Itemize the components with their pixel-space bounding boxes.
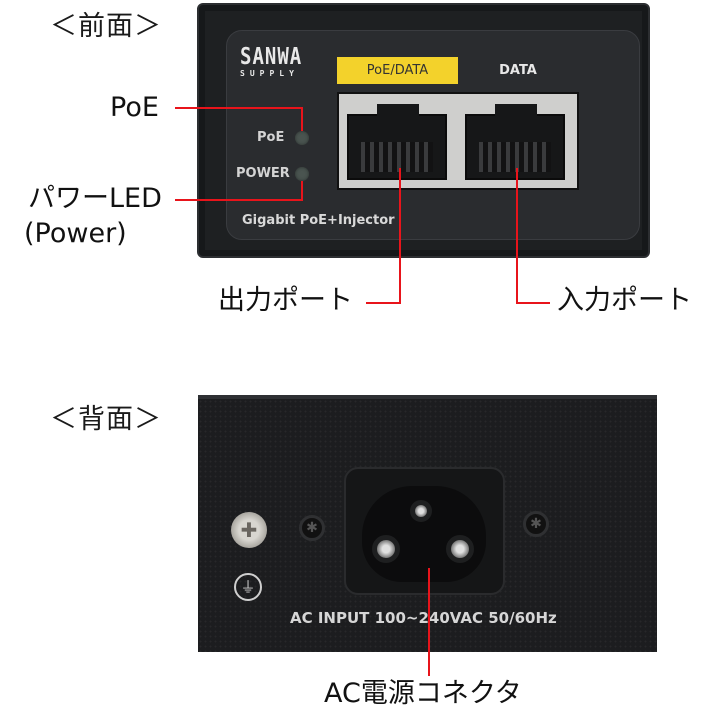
leader-line — [301, 181, 303, 201]
poe-led-icon — [295, 131, 309, 145]
callout-power-led: パワーLED — [28, 183, 162, 214]
leader-line — [516, 168, 518, 304]
port-label-poe-data: PoE/DATA — [337, 57, 458, 84]
power-led-icon — [295, 167, 309, 181]
rj45-port-data[interactable] — [465, 104, 565, 180]
rj45-pins — [361, 142, 433, 172]
back-section-title: ＜背面＞ — [50, 404, 162, 435]
model-text: Gigabit PoE+Injector — [242, 213, 395, 228]
leader-line — [366, 302, 401, 304]
led-label-poe: PoE — [257, 130, 285, 145]
ac-pin-ground-icon — [410, 500, 432, 522]
leader-line — [175, 107, 303, 109]
ac-input-rating: AC INPUT 100~240VAC 50/60Hz — [290, 609, 557, 627]
callout-power-led-en: (Power) — [24, 218, 127, 249]
screw-icon: ✱ — [299, 515, 325, 541]
callout-ac-connector: AC電源コネクタ — [324, 678, 522, 709]
port-label-data: DATA — [499, 63, 537, 78]
leader-line — [516, 302, 550, 304]
leader-line — [399, 168, 401, 304]
rj45-pins — [479, 142, 551, 172]
brand-logo-sub: SUPPLY — [240, 69, 299, 78]
ground-symbol-icon: ⏚ — [234, 573, 262, 601]
leader-line — [428, 568, 430, 676]
screw-icon: ✱ — [523, 511, 549, 537]
led-label-power: POWER — [236, 166, 290, 181]
callout-poe-led: PoE — [110, 92, 159, 123]
brand-logo: SANWA — [240, 43, 303, 71]
rj45-latch-slot — [377, 104, 419, 118]
front-section-title: ＜前面＞ — [50, 11, 162, 42]
leader-line — [175, 199, 303, 201]
ac-pin-icon — [372, 535, 400, 563]
ac-pin-icon — [446, 535, 474, 563]
rj45-latch-slot — [495, 104, 537, 118]
rj45-port-block — [337, 92, 579, 190]
leader-line — [301, 107, 303, 131]
rj45-port-poe-data[interactable] — [347, 104, 447, 180]
callout-input-port: 入力ポート — [557, 285, 692, 316]
ground-screw-icon: ✚ — [231, 512, 267, 548]
callout-output-port: 出力ポート — [218, 285, 353, 316]
